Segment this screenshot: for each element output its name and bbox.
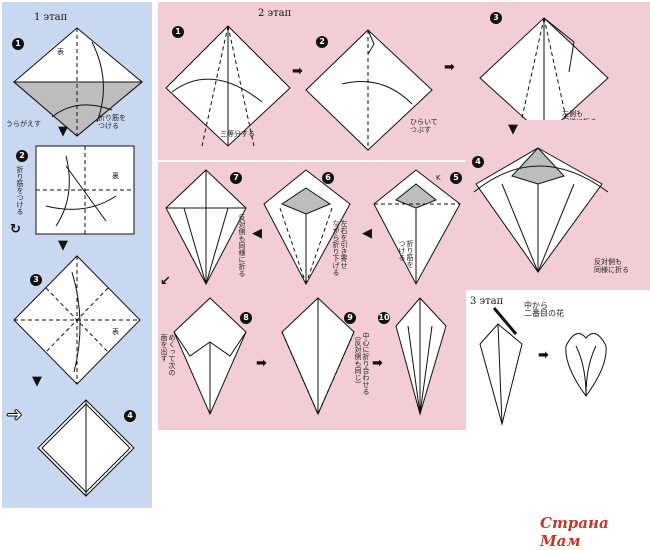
stage-1-step-4-number: 4 bbox=[124, 410, 136, 422]
stage-1-step-1-turn-label: うらがえす bbox=[6, 120, 41, 128]
stage-2-title: 2 этап bbox=[258, 8, 292, 19]
stage-2-step-6-diagram bbox=[263, 169, 351, 286]
stage-3-flower-diagram bbox=[565, 333, 607, 397]
stage-2-step-5-diagram bbox=[373, 169, 461, 286]
stage-2-diagonal-arrow: ↙ bbox=[160, 274, 171, 289]
stage-3-title: 3 этап bbox=[470, 296, 504, 307]
stage-2-step-8-number: 8 bbox=[240, 312, 252, 324]
stage-2-step-6-number: 6 bbox=[322, 172, 334, 184]
stage-1-step-2-back-label: 裏 bbox=[112, 172, 119, 180]
stage-2-step-2-number: 2 bbox=[316, 36, 328, 48]
stage-2-step-2-diagram bbox=[305, 29, 433, 151]
stage-2-step-7-diagram bbox=[165, 169, 247, 286]
stage-2-right-arrow-2: ➡ bbox=[444, 60, 455, 75]
stage-2-step-7-number: 7 bbox=[230, 172, 242, 184]
stage-1-step-4-diagram bbox=[37, 399, 135, 497]
stage-1-step-2-crease-label: 折り筋をつける bbox=[16, 166, 24, 215]
stage-1-down-arrow-3: ▼ bbox=[32, 374, 42, 389]
stage-2-step-3-number: 3 bbox=[490, 12, 502, 24]
stage-2-step-4-diagram bbox=[473, 147, 609, 273]
stage-1-step-3-diagram bbox=[13, 255, 141, 385]
stage-2-step-1-number: 1 bbox=[172, 26, 184, 38]
stage-1-step-3-number: 3 bbox=[30, 274, 42, 286]
stage-2-step-1-diagram bbox=[165, 25, 291, 147]
stage-3-panel: 3 этап 中から 二番目の花 ➡ bbox=[466, 290, 650, 430]
stage-2-step-5-number: 5 bbox=[450, 172, 462, 184]
stage-2-right-arrow-4: ➡ bbox=[372, 356, 383, 371]
stage-2-middle-panel: 7 反対側も同様に折る ◀ 6 左右を引き寄せ ながら折り下げる ◀ 5 K 折… bbox=[158, 162, 466, 290]
stage-3-right-arrow: ➡ bbox=[538, 348, 549, 363]
stage-1-title: 1 этап bbox=[34, 12, 68, 23]
stage-2-step-8-flip-label: めくって次の 面を出す bbox=[160, 334, 176, 376]
stage-2-bottom-panel: ↙ 8 めくって次の 面を出す ➡ 9 中心に折り合わせる （反対側も同じ） ➡… bbox=[158, 274, 466, 430]
stage-2-step-5-crease-label: 折り筋を つける bbox=[398, 240, 414, 268]
stage-2-step-6-pull-label: 左右を引き寄せ ながら折り下げる bbox=[332, 220, 348, 276]
stage-2-right-arrow-1: ➡ bbox=[292, 64, 303, 79]
stage-2-step-4-other-label: 反対側も 同様に折る bbox=[594, 258, 629, 274]
stage-2-left-arrow-2: ◀ bbox=[362, 226, 372, 241]
stage-2-step-1-third-label: 三等分する bbox=[220, 130, 255, 138]
stage-1-side-arrow: ➜ bbox=[6, 402, 24, 427]
stage-2-left-arrow-1: ◀ bbox=[252, 226, 262, 241]
stage-2-step-8-diagram bbox=[173, 297, 247, 416]
stage-2-down-arrow: ▼ bbox=[508, 122, 518, 137]
stage-1-panel: 1 этап 1 表 うらがえす 折り筋を つける ▼ 2 折り筋をつける 裏 … bbox=[2, 2, 152, 508]
stage-1-rotate-icon: ↻ bbox=[10, 222, 21, 237]
stage-2-step-9-center-label: 中心に折り合わせる （反対側も同じ） bbox=[354, 332, 370, 395]
stage-2-step-10-number: 10 bbox=[378, 312, 390, 324]
stage-1-step-2-diagram bbox=[35, 145, 135, 235]
stage-1-step-1-number: 1 bbox=[12, 38, 24, 50]
stage-2-step-5-ok-label: K bbox=[436, 174, 441, 182]
stage-2-right-arrow-3: ➡ bbox=[256, 356, 267, 371]
stage-1-down-arrow-1: ▼ bbox=[58, 124, 68, 139]
stage-1-step-1-crease-label: 折り筋を つける bbox=[98, 114, 126, 130]
stage-2-step-4-number: 4 bbox=[472, 156, 484, 168]
stage-2-step-9-number: 9 bbox=[344, 312, 356, 324]
stage-3-pencil-diagram bbox=[479, 307, 523, 426]
stage-2-step-9-diagram bbox=[281, 297, 355, 416]
stage-2-step-4-panel: ▼ 4 反対側も 同様に折る bbox=[466, 120, 650, 290]
stage-1-step-2-number: 2 bbox=[16, 150, 28, 162]
stage-1-step-1-front-label: 表 bbox=[57, 48, 64, 56]
stage-1-step-3-front-label: 表 bbox=[112, 328, 119, 336]
stage-1-down-arrow-2: ▼ bbox=[58, 238, 68, 253]
stage-2-step-2-open-label: ひらいて つぶす bbox=[410, 118, 438, 134]
stage-2-step-7-other-label: 反対側も同様に折る bbox=[238, 214, 246, 277]
stage-3-second-label: 中から 二番目の花 bbox=[524, 301, 564, 318]
stage-1-step-1-diagram bbox=[12, 27, 144, 137]
stage-2-step-10-diagram bbox=[395, 297, 447, 416]
